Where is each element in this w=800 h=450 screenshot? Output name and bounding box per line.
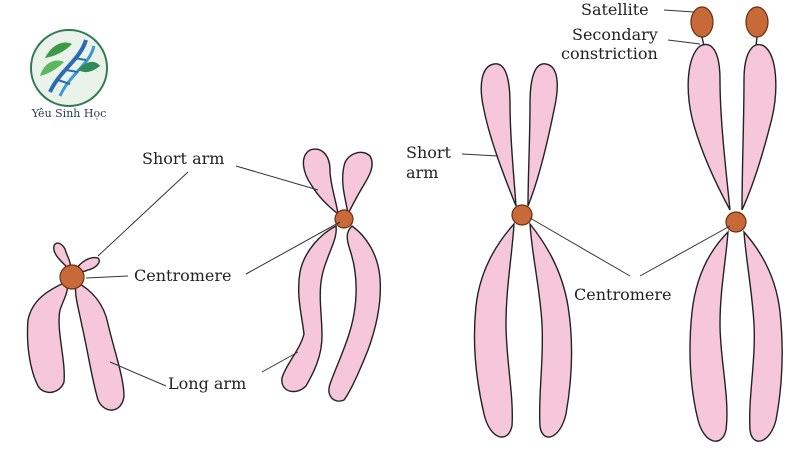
chromosome-3 (473, 63, 573, 438)
leader-centromere-chrom3 (529, 217, 631, 277)
chromosome-2-short-arm-left (302, 148, 339, 216)
chromosome-1-short-arm-left (53, 242, 72, 272)
chromosome-2 (281, 148, 382, 402)
chromosome-3-lower-right-arm (529, 221, 573, 438)
label-short-arm-1: Short arm (142, 149, 224, 168)
chromosome-1-long-arm-right (74, 280, 125, 411)
leader-short-arm-chrom3 (461, 153, 499, 157)
leader-centromere-chrom1 (85, 275, 129, 279)
chromosome-4-lower-right-arm (743, 229, 783, 442)
chromosome-3-upper-left-arm (480, 63, 517, 207)
leader-satellite (663, 9, 695, 13)
chromosome-4-upper-left-arm (687, 43, 731, 211)
label-short-arm-2-line1: Short (406, 143, 452, 162)
leader-lines (85, 9, 731, 387)
leader-long-arm-chrom1 (109, 361, 167, 387)
chromosome-2-centromere (334, 209, 354, 229)
chromosome-2-short-arm-right (341, 151, 373, 217)
leader-centromere-chrom4 (639, 225, 731, 277)
chromosome-1 (26, 242, 125, 411)
chromosome-4-centromere (725, 211, 747, 233)
dna-leaf-logo-icon (30, 29, 108, 107)
chromosome-3-centromere (511, 204, 533, 226)
chromosome-3-upper-right-arm (527, 63, 558, 207)
chromosome-3-lower-left-arm (473, 222, 515, 438)
label-short-arm-2-line2: arm (406, 163, 438, 182)
chromosome-1-centromere (59, 264, 85, 290)
leader-short-arm-chrom2 (235, 165, 319, 191)
label-centromere-1: Centromere (134, 266, 231, 285)
leader-centromere-chrom2 (245, 221, 341, 275)
chromosome-1-long-arm-left (26, 281, 69, 393)
chromosome-4 (687, 6, 783, 442)
logo: Yêu Sinh Học (30, 29, 108, 120)
leader-long-arm-chrom2 (261, 351, 299, 373)
chromosome-2-long-arm-right (328, 225, 382, 402)
label-long-arm: Long arm (168, 374, 246, 393)
label-secondary-constriction-line1: Secondary (572, 25, 658, 44)
chromosome-4-satellite-right (745, 6, 769, 38)
chromosome-4-lower-left-arm (689, 230, 729, 442)
label-centromere-2: Centromere (574, 285, 671, 304)
label-satellite: Satellite (581, 0, 649, 19)
logo-text: Yêu Sinh Học (31, 107, 107, 120)
chromosome-2-long-arm-left (281, 224, 337, 393)
chromosome-4-upper-right-arm (741, 43, 777, 211)
chromosome-4-satellite-left (690, 6, 714, 38)
leader-secondary-constriction (667, 39, 701, 45)
leader-short-arm-chrom1 (97, 171, 189, 257)
label-secondary-constriction-line2: constriction (561, 44, 658, 63)
labels: Short arm Centromere Long arm Short arm … (134, 0, 671, 393)
